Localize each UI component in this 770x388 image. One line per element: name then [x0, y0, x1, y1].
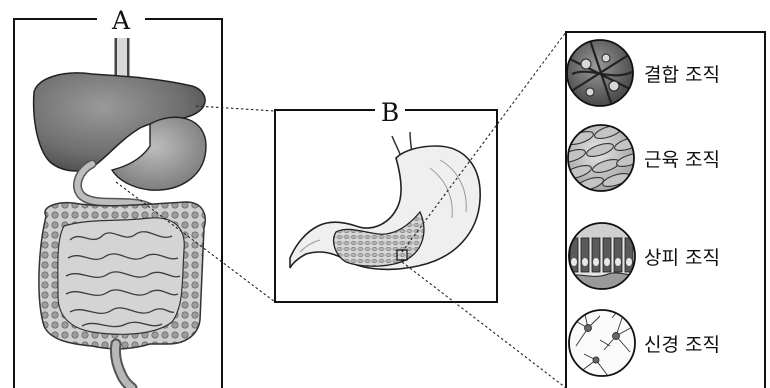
- tissue-label-epithelial: 상피 조직: [644, 247, 720, 269]
- panel-b-label: B: [381, 98, 399, 127]
- connector-marker-to-panel-top: [402, 32, 566, 252]
- epithelial-tissue-illustration: [566, 222, 640, 292]
- muscle-tissue-illustration: [557, 123, 645, 193]
- connective-tissue-illustration: [567, 40, 633, 106]
- tissue-label-nervous: 신경 조직: [644, 334, 720, 356]
- tissue-label-muscle: 근육 조직: [644, 149, 720, 171]
- panel-b: B: [275, 98, 497, 302]
- nervous-tissue-illustration: [569, 308, 635, 376]
- connector-stomach-to-b-top: [196, 106, 275, 111]
- tissue-panel: 결합 조직 근육 조직: [557, 32, 765, 388]
- panel-a-label: A: [111, 6, 131, 35]
- connector-marker-to-panel-bottom: [402, 262, 566, 388]
- panel-a: A: [14, 6, 222, 388]
- tissue-label-connective: 결합 조직: [644, 64, 720, 86]
